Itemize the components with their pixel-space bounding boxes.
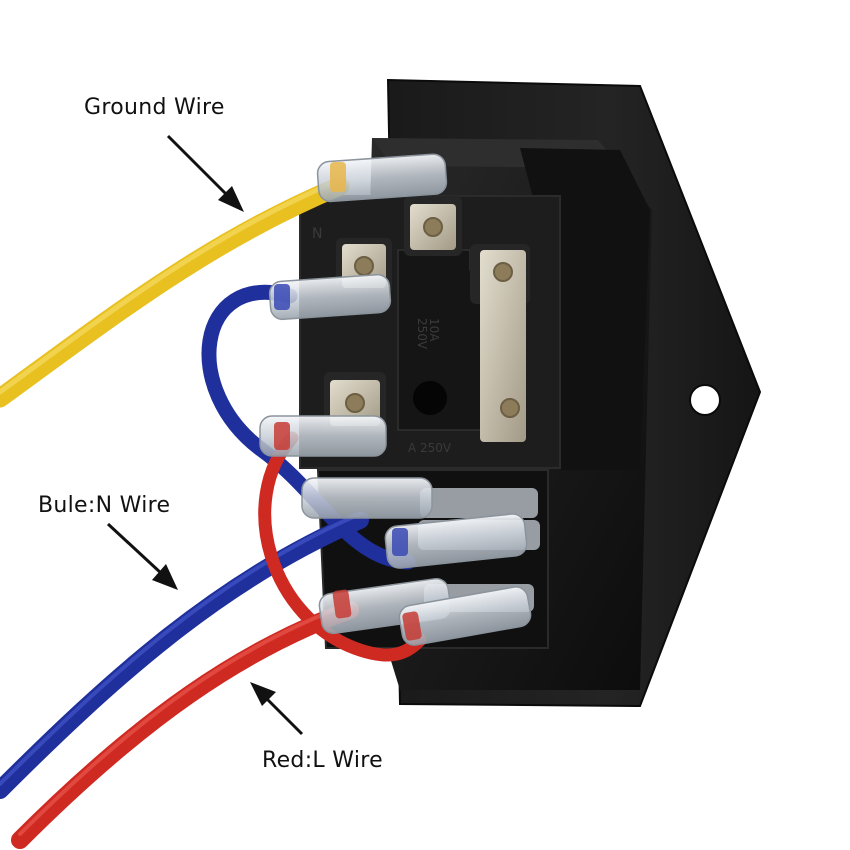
live-switch-sleeve-2 bbox=[398, 586, 532, 646]
ground-strap bbox=[480, 250, 526, 442]
live-callout-arrow bbox=[250, 682, 304, 736]
neutral-switch-sleeve bbox=[301, 477, 433, 519]
marking-fuse: A 250V bbox=[408, 441, 452, 455]
switch-pin bbox=[420, 488, 538, 518]
socket-hole bbox=[413, 381, 447, 415]
marking-n: N bbox=[312, 226, 322, 242]
live-wire-label: Red:L Wire bbox=[262, 748, 383, 773]
marking-voltage: 250V bbox=[415, 318, 429, 350]
neutral-wire-label: Bule:N Wire bbox=[38, 493, 171, 518]
ground-wire-label: Ground Wire bbox=[84, 95, 225, 120]
neutral-crimp-sleeve bbox=[268, 273, 392, 321]
neutral-callout-arrow bbox=[106, 522, 178, 590]
live-wire bbox=[11, 601, 359, 849]
neutral-wire bbox=[0, 511, 369, 799]
neutral-wire-loop bbox=[201, 284, 416, 570]
live-crimp-sleeve bbox=[259, 415, 387, 457]
ground-callout-arrow bbox=[166, 134, 244, 212]
neutral-switch-sleeve-2 bbox=[384, 513, 528, 569]
marking-current: 10A bbox=[427, 318, 441, 342]
ground-crimp-sleeve bbox=[316, 153, 448, 203]
mounting-hole bbox=[689, 384, 721, 416]
ground-wire bbox=[0, 176, 350, 408]
